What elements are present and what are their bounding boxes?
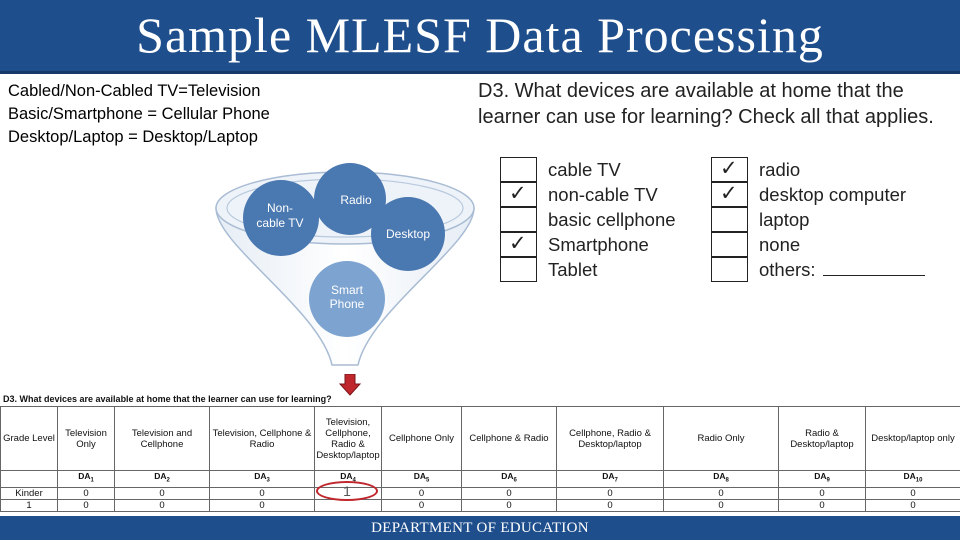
footer-bar: DEPARTMENT OF EDUCATION: [0, 516, 960, 540]
column-header: Television, Cellphone & Radio: [209, 406, 315, 471]
checklist-label: Tablet: [548, 259, 598, 280]
table-cell: 0: [381, 498, 462, 512]
table-cell: 0: [556, 498, 664, 512]
checkbox: [711, 257, 748, 282]
device-mapping-legend: Cabled/Non-Cabled TV=Television Basic/Sm…: [8, 80, 270, 149]
code-cell: DA1: [57, 470, 115, 488]
table-cell: 0: [461, 486, 557, 500]
non-cable-tv-label-1: Non-: [267, 201, 293, 215]
table-header-row: Grade Level Television Only Television a…: [0, 406, 960, 471]
question-line-2: learner can use for learning? Check all …: [478, 106, 934, 128]
code-cell: DA8: [663, 470, 779, 488]
smart-phone-circle: [309, 261, 385, 337]
table-cell: 0: [114, 498, 210, 512]
legend-line-cellular: Basic/Smartphone = Cellular Phone: [8, 105, 270, 123]
column-header: Desktop/laptop only: [865, 406, 960, 471]
code-cell: DA2: [114, 470, 210, 488]
table-row: 1 0 0 0 0 0 0 0 0 0: [0, 498, 960, 512]
checklist-label: radio: [759, 159, 801, 180]
highlight-ellipse: [316, 481, 378, 501]
code-cell: DA6: [461, 470, 557, 488]
column-header: Television, Cellphone, Radio & Desktop/l…: [314, 406, 382, 471]
code-cell: DA3: [209, 470, 315, 488]
code-cell: DA7: [556, 470, 664, 488]
radio-circle: [314, 163, 386, 235]
down-arrow-icon: [339, 374, 361, 396]
checklist-label: non-cable TV: [548, 184, 658, 205]
checklist-label: others:: [759, 257, 925, 282]
others-label: others:: [759, 259, 816, 280]
legend-line-desktop: Desktop/Laptop = Desktop/Laptop: [8, 128, 258, 146]
code-cell: DA10: [865, 470, 960, 488]
radio-label: Radio: [340, 193, 372, 207]
table-cell: 0: [663, 486, 779, 500]
checkbox: [500, 207, 537, 232]
code-cell: [0, 470, 58, 488]
non-cable-tv-circle: [243, 180, 319, 256]
column-header: Grade Level: [0, 406, 58, 471]
table-cell: 0: [865, 486, 960, 500]
column-header: Radio & Desktop/laptop: [778, 406, 866, 471]
table-cell: 0: [461, 498, 557, 512]
smart-phone-label-1: Smart: [331, 283, 364, 297]
column-header: Television and Cellphone: [114, 406, 210, 471]
table-cell: 0: [778, 486, 866, 500]
table-cell: Kinder: [0, 486, 58, 500]
data-table-section: D3. What devices are available at home t…: [0, 394, 960, 516]
checklist-label: none: [759, 234, 801, 255]
code-cell: DA5: [381, 470, 462, 488]
checklist-label: Smartphone: [548, 234, 649, 255]
column-header: Television Only: [57, 406, 115, 471]
question-line-1: D3. What devices are available at home t…: [478, 80, 904, 102]
others-blank-line: [822, 260, 925, 276]
table-cell: 0: [663, 498, 779, 512]
legend-line-television: Cabled/Non-Cabled TV=Television: [8, 82, 261, 100]
checklist-label: laptop: [759, 209, 810, 230]
column-header: Cellphone, Radio & Desktop/laptop: [556, 406, 664, 471]
table-cell: 0: [209, 486, 315, 500]
slide-title: Sample MLESF Data Processing: [136, 7, 824, 63]
check-mark-icon: ✓: [720, 181, 738, 205]
title-bar: Sample MLESF Data Processing: [0, 0, 960, 74]
table-cell: 0: [778, 498, 866, 512]
checklist-label: cable TV: [548, 159, 621, 180]
footer-label: DEPARTMENT OF EDUCATION: [371, 520, 589, 536]
table-cell: 0: [57, 486, 115, 500]
table-cell: 0: [556, 486, 664, 500]
table-cell: 0: [209, 498, 315, 512]
device-summary-table: Grade Level Television Only Television a…: [0, 406, 960, 512]
checklist-label: desktop computer: [759, 184, 907, 205]
desktop-circle: [371, 197, 445, 271]
checkbox: [711, 232, 748, 257]
table-cell: 0: [865, 498, 960, 512]
column-header: Cellphone & Radio: [461, 406, 557, 471]
checkbox: ✓: [711, 156, 748, 182]
checkbox: ✓: [711, 181, 748, 207]
table-cell: 0: [57, 498, 115, 512]
check-mark-icon: ✓: [509, 231, 527, 255]
desktop-label: Desktop: [386, 227, 430, 241]
checklist-label: basic cellphone: [548, 209, 676, 230]
check-mark-icon: ✓: [509, 181, 527, 205]
checkbox: [500, 157, 537, 182]
table-row: Kinder 0 0 0 0 0 0 0 0 0: [0, 486, 960, 500]
code-cell: DA9: [778, 470, 866, 488]
survey-question: D3. What devices are available at home t…: [478, 78, 960, 130]
checkbox: [711, 207, 748, 232]
checkbox: ✓: [500, 231, 537, 257]
non-cable-tv-label-2: cable TV: [256, 216, 303, 230]
smart-phone-label-2: Phone: [330, 297, 365, 311]
check-mark-icon: ✓: [720, 156, 738, 180]
table-title: D3. What devices are available at home t…: [3, 394, 332, 404]
column-header: Cellphone Only: [381, 406, 462, 471]
checkbox: ✓: [500, 181, 537, 207]
table-cell: 0: [381, 486, 462, 500]
table-cell: 0: [114, 486, 210, 500]
column-header: Radio Only: [663, 406, 779, 471]
table-code-row: DA1 DA2 DA3 DA4 DA5 DA6 DA7 DA8 DA9 DA10: [0, 470, 960, 488]
checkbox: [500, 257, 537, 282]
funnel-diagram: Radio Non- cable TV Desktop Smart Phone: [215, 163, 475, 366]
table-cell: 1: [0, 498, 58, 512]
